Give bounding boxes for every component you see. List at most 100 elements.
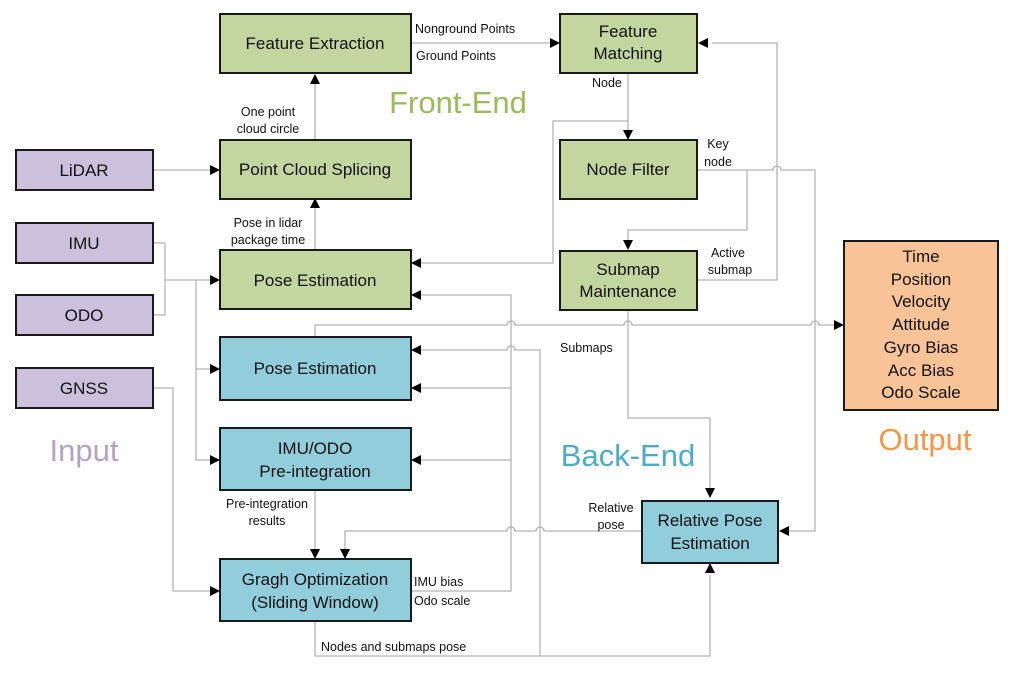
edge-gnss-to-graph [153, 387, 212, 592]
arrow-left-icon [698, 38, 708, 48]
box-odo [15, 294, 154, 336]
arrow-left-icon [411, 290, 421, 300]
output-item: Attitude [892, 315, 950, 334]
label-submaps: Submaps [560, 341, 613, 355]
label-preintegration-results-line1: Pre-integration [226, 497, 308, 511]
box-imu-label: IMU [68, 234, 99, 253]
edge-nodes-submaps-pose [314, 345, 711, 657]
edge-keynode [697, 165, 816, 532]
box-submap-maintenance-line1: Submap [596, 260, 659, 279]
label-relative-pose-line2: pose [597, 518, 624, 532]
box-graph-optimization [219, 558, 412, 622]
arrow-down-icon [623, 130, 633, 140]
output-item: Position [891, 270, 951, 289]
box-node-filter-label: Node Filter [586, 160, 669, 179]
label-preintegration-results-line2: results [249, 514, 286, 528]
label-active-submap-line1: Active [711, 246, 745, 260]
arrow-right-icon [550, 38, 560, 48]
arrow-down-icon [310, 549, 320, 559]
edge-node-to-pose-front [420, 120, 628, 264]
arrow-down-icon [623, 240, 633, 250]
box-pose-estimation-back-label: Pose Estimation [254, 359, 377, 378]
label-relative-pose-line1: Relative [588, 501, 633, 515]
edge-imubias-feedback [411, 294, 512, 592]
section-front-end-title: Front-End [389, 85, 527, 120]
box-submap-maintenance-line2: Maintenance [579, 282, 676, 301]
back-end-group: Pose Estimation IMU/ODO Pre-integration … [219, 336, 779, 622]
arrow-up-icon [705, 563, 715, 573]
arrow-down-icon [705, 488, 715, 498]
box-gnss-label: GNSS [60, 379, 108, 398]
output-item: Odo Scale [881, 383, 960, 402]
box-preintegration [219, 427, 412, 491]
edge-imu-odo-branch [195, 280, 212, 461]
label-key-node-line1: Key [707, 137, 729, 151]
box-relative-pose-line1: Relative Pose [658, 511, 763, 530]
output-group: Time Position Velocity Attitude Gyro Bia… [843, 240, 999, 457]
arrow-right-icon [210, 275, 220, 285]
arrow-right-icon [210, 165, 220, 175]
arrow-right-icon [210, 586, 220, 596]
box-output [843, 240, 999, 411]
arrow-up-icon [310, 198, 320, 208]
box-feature-matching-line2: Matching [594, 44, 663, 63]
section-input-title: Input [50, 433, 119, 468]
box-imu [15, 222, 154, 264]
box-odo-label: ODO [65, 306, 104, 325]
edge-keynode-to-submap [627, 170, 748, 241]
box-pose-estimation-front [219, 249, 412, 310]
arrow-right-icon [210, 455, 220, 465]
box-preintegration-line2: Pre-integration [259, 462, 371, 481]
section-back-end-title: Back-End [561, 438, 695, 473]
label-imu-bias: IMU bias [414, 575, 463, 589]
label-ground-points: Ground Points [416, 49, 496, 63]
arrow-left-icon [779, 526, 789, 536]
arrow-right-icon [834, 320, 844, 330]
box-graph-optimization-line1: Gragh Optimization [242, 570, 388, 589]
box-lidar-label: LiDAR [59, 161, 108, 180]
label-one-point-line2: cloud circle [237, 122, 300, 136]
box-pose-estimation-front-label: Pose Estimation [254, 271, 377, 290]
arrow-right-icon [210, 364, 220, 374]
arrow-down-icon [340, 549, 350, 559]
arrow-left-icon [411, 383, 421, 393]
label-nodes-submaps-pose: Nodes and submaps pose [321, 640, 466, 654]
label-nonground-points: Nonground Points [415, 22, 515, 36]
box-lidar [15, 149, 154, 191]
arrow-left-icon [411, 455, 421, 465]
box-feature-matching [559, 13, 698, 74]
box-graph-optimization-line2: (Sliding Window) [251, 593, 379, 612]
edge-submaps-to-relpose [627, 310, 711, 488]
label-pose-in-lidar-line1: Pose in lidar [234, 216, 303, 230]
output-item: Time [902, 247, 939, 266]
box-point-cloud-splicing-label: Point Cloud Splicing [239, 160, 391, 179]
section-output-title: Output [878, 422, 971, 457]
edge-to-output [314, 320, 835, 337]
box-feature-matching-line1: Feature [599, 22, 658, 41]
box-submap-maintenance [559, 250, 698, 311]
box-feature-extraction [219, 13, 412, 74]
label-active-submap-line2: submap [708, 263, 753, 277]
edge-relpose-to-graph [344, 526, 641, 550]
arrowheads [210, 38, 844, 596]
label-key-node-line2: node [704, 155, 732, 169]
box-preintegration-line1: IMU/ODO [278, 439, 353, 458]
box-gnss [15, 367, 154, 409]
output-item: Gyro Bias [884, 338, 959, 357]
box-node-filter [559, 139, 698, 200]
arrow-left-icon [411, 258, 421, 268]
arrow-left-icon [411, 345, 421, 355]
label-odo-scale: Odo scale [414, 594, 470, 608]
label-node: Node [592, 76, 622, 90]
edge-labels: Nonground Points Ground Points Node One … [226, 22, 752, 654]
output-item: Velocity [892, 292, 951, 311]
box-pose-estimation-back [219, 336, 412, 401]
box-feature-extraction-label: Feature Extraction [246, 34, 385, 53]
front-end-group: Feature Extraction Point Cloud Splicing … [219, 13, 698, 311]
input-group: LiDAR IMU ODO GNSS Input [15, 149, 154, 468]
edge-activesubmap-to-matching [697, 42, 778, 281]
box-relative-pose-line2: Estimation [670, 534, 749, 553]
label-one-point-line1: One point [241, 105, 296, 119]
edge-imu-odo-merge [153, 242, 212, 316]
box-relative-pose-estimation [641, 500, 779, 564]
